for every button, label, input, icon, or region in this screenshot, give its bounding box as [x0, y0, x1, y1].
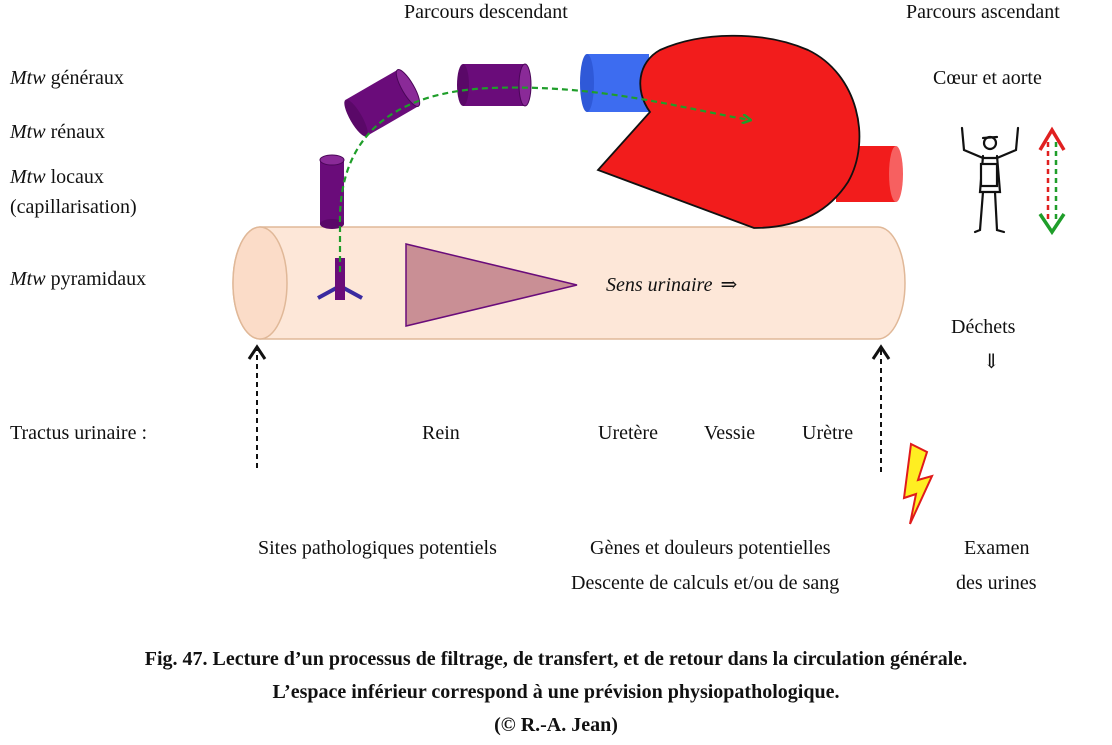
label-local: Mtw locaux — [9, 166, 104, 188]
label-capillarisation: (capillarisation) — [10, 196, 137, 218]
segment-uretre: Urètre — [802, 422, 853, 444]
caption-line2: L’espace inférieur correspond à une prév… — [273, 681, 840, 703]
segment-rein: Rein — [422, 422, 460, 444]
waste-down-arrow: ⇓ — [983, 351, 1000, 373]
segment-uretere: Uretère — [598, 422, 658, 444]
pain-line1: Gènes et douleurs potentielles — [590, 537, 831, 559]
caption-line1: Fig. 47. Lecture d’un processus de filtr… — [145, 648, 968, 670]
header-ascending: Parcours ascendant — [906, 1, 1060, 23]
left-marker-arrow — [249, 347, 265, 468]
pain-line2: Descente de calculs et/ou de sang — [571, 572, 839, 594]
label-heart-aorta: Cœur et aorte — [933, 67, 1042, 89]
lightning-bolt-icon — [904, 444, 932, 524]
right-marker-arrow — [873, 347, 889, 472]
label-pyramidal: Mtw pyramidaux — [9, 268, 146, 290]
label-waste: Déchets — [951, 316, 1016, 338]
tract-label: Tractus urinaire : — [10, 422, 147, 444]
caption-line3: (© R.-A. Jean) — [494, 714, 618, 736]
segment-vessie: Vessie — [704, 422, 755, 444]
exam-line2: des urines — [956, 572, 1037, 594]
up-down-arrow-icon — [1040, 130, 1064, 232]
human-figure-icon — [962, 128, 1018, 232]
label-renal: Mtw rénaux — [9, 121, 105, 143]
vessel-general — [457, 64, 531, 106]
header-descending: Parcours descendant — [404, 1, 568, 23]
label-general: Mtw généraux — [9, 67, 124, 89]
heart-shape — [580, 36, 903, 228]
vessel-renal — [340, 67, 423, 139]
sites-label: Sites pathologiques potentiels — [258, 537, 497, 559]
exam-line1: Examen — [964, 537, 1030, 559]
